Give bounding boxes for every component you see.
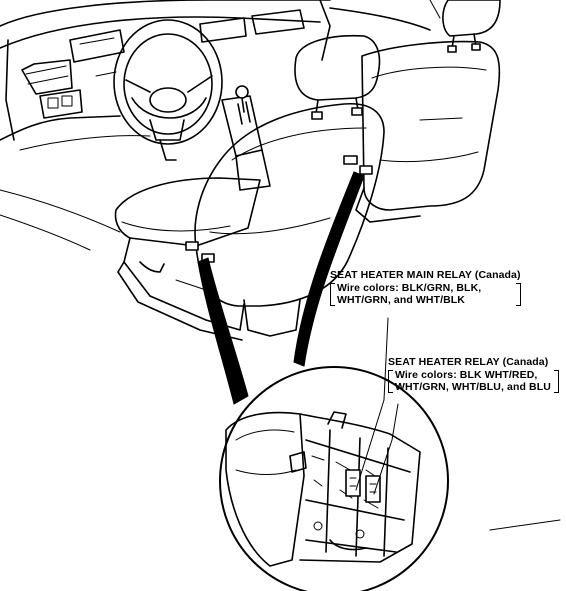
heater-relay-part <box>365 475 381 503</box>
leader-lines <box>355 317 399 495</box>
heater-relay-callout: SEAT HEATER RELAY (Canada) Wire colors: … <box>388 356 559 394</box>
main-relay-wire-colors: Wire colors: BLK/GRN, BLK, WHT/GRN, and … <box>330 282 521 307</box>
main-relay-wire-line-1: Wire colors: BLK/GRN, BLK, <box>337 281 482 294</box>
magnified-view <box>219 366 449 591</box>
heater-relay-wire-colors: Wire colors: BLK WHT/RED, WHT/GRN, WHT/B… <box>388 369 559 394</box>
heater-relay-wire-line-1: Wire colors: BLK WHT/RED, <box>395 368 538 381</box>
main-relay-title: SEAT HEATER MAIN RELAY (Canada) <box>330 269 521 281</box>
heater-relay-wire-line-2: WHT/GRN, WHT/BLU, and BLU <box>395 381 551 393</box>
passenger-seat <box>355 0 501 223</box>
main-relay-connector <box>343 155 358 165</box>
main-relay-callout: SEAT HEATER MAIN RELAY (Canada) Wire col… <box>330 269 521 307</box>
dashboard <box>0 0 441 251</box>
steering-wheel <box>113 19 223 161</box>
driver-seat <box>114 34 385 341</box>
magnifier-wedges <box>197 171 365 405</box>
center-console <box>221 85 271 191</box>
floor-line <box>489 519 561 531</box>
main-relay-wire-line-2: WHT/GRN, and WHT/BLK <box>337 294 465 306</box>
heater-relay-title: SEAT HEATER RELAY (Canada) <box>388 356 549 368</box>
heater-relay-connector <box>185 241 199 251</box>
